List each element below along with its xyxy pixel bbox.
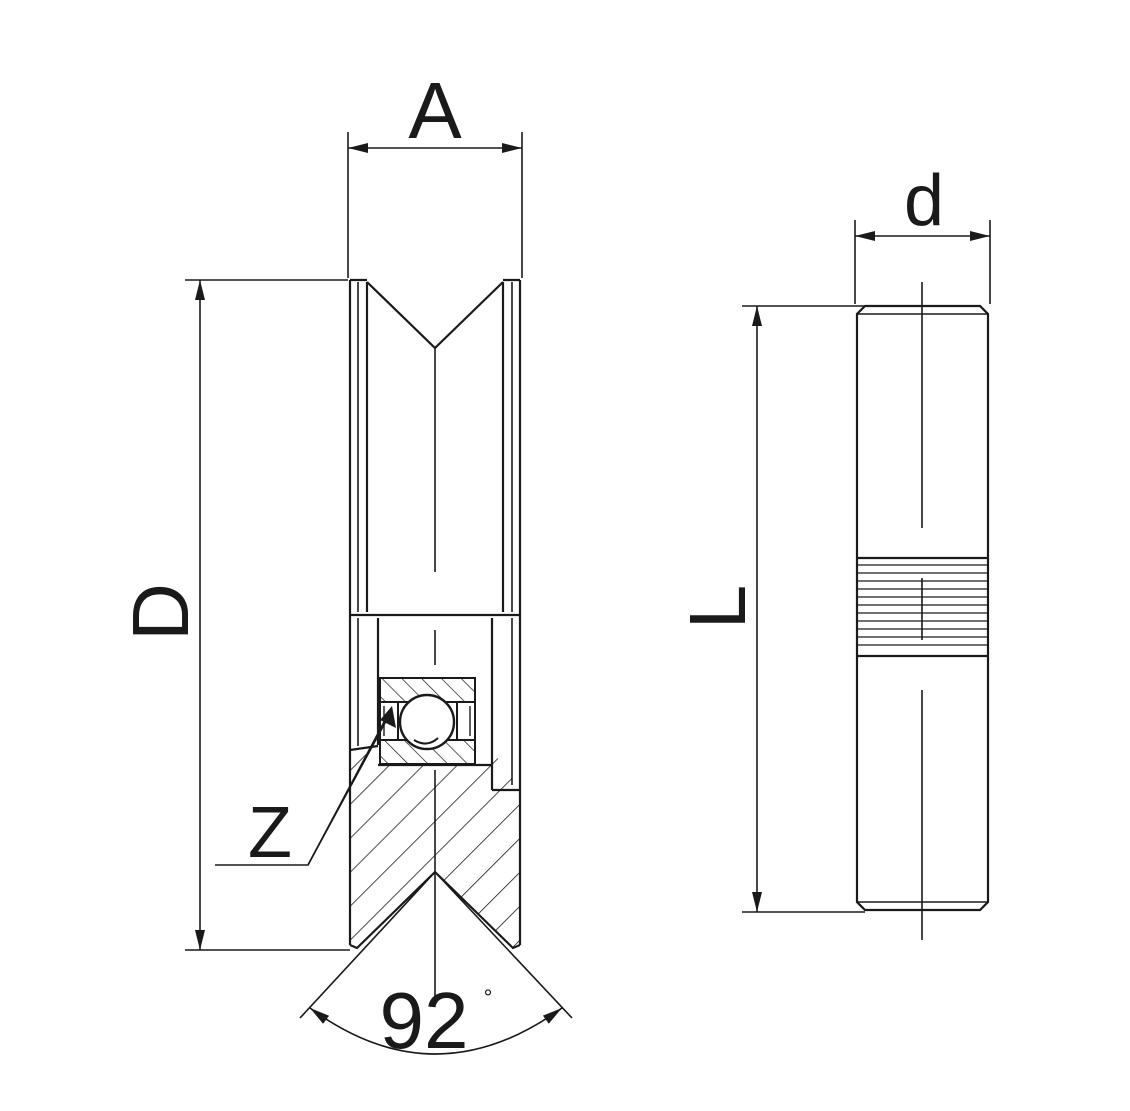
dimension-d-shaft: d <box>854 161 991 304</box>
leader-z: Z <box>215 706 396 873</box>
wheel-view <box>348 278 522 1000</box>
label-l: L <box>673 585 762 630</box>
dimension-d: D <box>116 279 350 951</box>
bearing-ball <box>398 693 456 751</box>
label-angle: 92 <box>380 976 469 1065</box>
label-a: A <box>408 66 462 155</box>
label-degree: ° <box>484 985 493 1010</box>
label-d: D <box>116 583 205 641</box>
dimension-angle: 92 ° <box>299 871 573 1065</box>
dimension-a: A <box>347 66 523 278</box>
shaft-thread-band <box>857 556 988 658</box>
section-outline <box>348 615 522 950</box>
bearing-cage-right <box>456 701 476 741</box>
dimension-l: L <box>673 305 865 913</box>
label-z: Z <box>248 793 292 873</box>
shaft-view <box>855 282 990 940</box>
label-d-small: d <box>904 161 944 241</box>
shaft-outline <box>855 304 990 912</box>
